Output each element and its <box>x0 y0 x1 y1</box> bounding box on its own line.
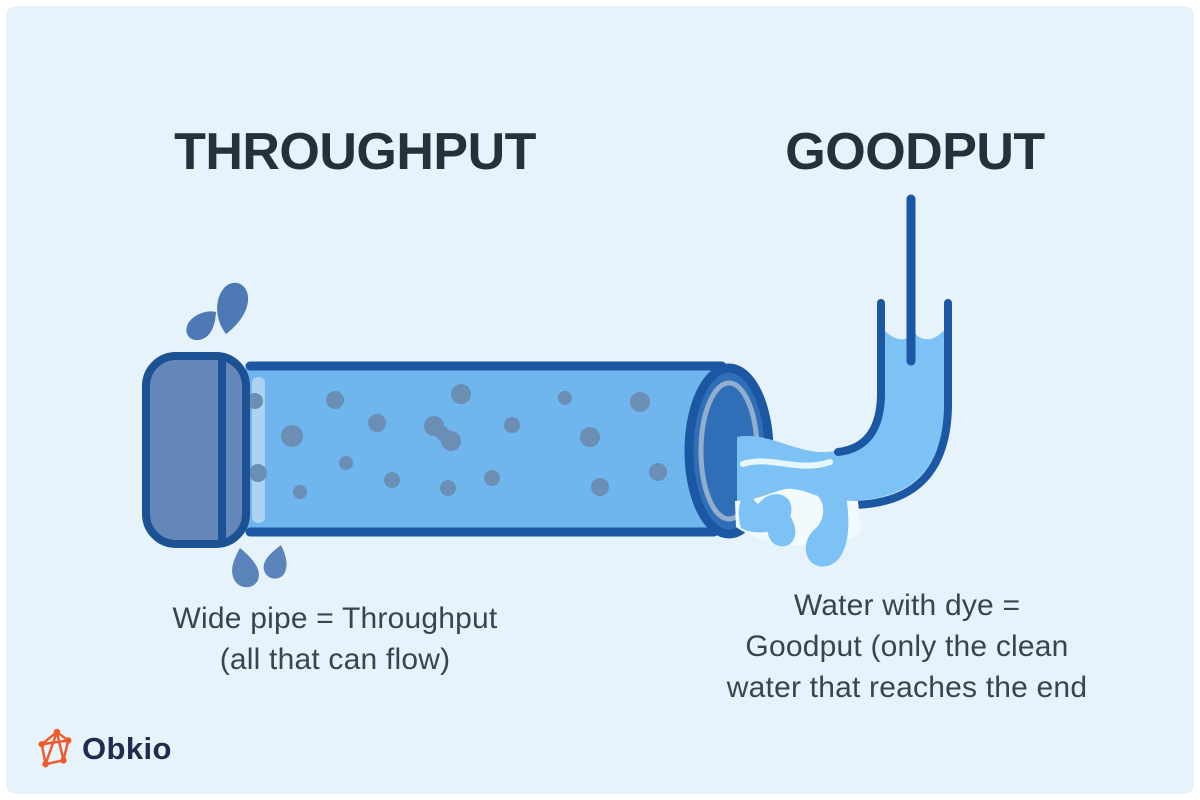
title-throughput: THROUGHPUT <box>174 123 536 181</box>
pipe-mouth-inner-ring <box>698 380 760 522</box>
leak-droplet-bottom-left <box>232 548 259 588</box>
impurity-dot <box>281 425 303 447</box>
impurity-dot <box>630 392 650 412</box>
splash-backdrop <box>735 488 861 547</box>
impurity-dot <box>580 427 600 447</box>
impurity-dot <box>440 480 456 496</box>
impurity-dot <box>326 391 344 409</box>
caption-line: Wide pipe = Throughput <box>172 602 498 635</box>
impurity-dot <box>249 464 267 482</box>
impurity-dot <box>427 419 458 448</box>
impurity-dot <box>504 417 520 433</box>
caption-line: water that reaches the end <box>726 671 1088 704</box>
impurity-dot <box>649 463 667 481</box>
impurity-dots <box>247 384 667 499</box>
leak-droplet-bottom-right <box>263 545 287 579</box>
caption-goodput: Water with dye = Goodput (only the clean… <box>727 585 1087 708</box>
impurity-dot <box>441 431 461 451</box>
impurity-dot <box>484 470 500 486</box>
leak-droplet-top-small <box>186 311 216 341</box>
obkio-logo: Obkio <box>38 726 172 772</box>
goodput-pipe-outer-wall <box>849 299 952 509</box>
goodput-pipe-inner-wall <box>834 299 885 456</box>
water-highlight-line <box>740 458 833 469</box>
caption-line: Goodput (only the clean <box>745 630 1069 663</box>
splash-droplet-big <box>800 489 849 567</box>
caption-throughput: Wide pipe = Throughput (all that can flo… <box>173 598 498 680</box>
pipe-inner-rim-highlight <box>252 377 265 523</box>
pipe-left-cap <box>142 352 250 548</box>
infographic-panel: THROUGHPUT GOODPUT <box>6 6 1194 794</box>
impurity-dot <box>293 485 307 499</box>
splash-wave-crest <box>738 485 792 533</box>
caption-line: (all that can flow) <box>219 643 451 676</box>
impurity-dot <box>424 416 444 436</box>
impurity-dot <box>384 472 400 488</box>
obkio-wordmark: Obkio <box>82 731 172 766</box>
impurity-dot <box>591 478 609 496</box>
leak-droplet-top-big <box>217 282 249 334</box>
impurity-dot <box>558 391 572 405</box>
impurity-dot <box>451 384 471 404</box>
caption-line: Water with dye = <box>793 589 1021 622</box>
title-goodput: GOODPUT <box>785 123 1045 181</box>
water-stream <box>737 330 944 503</box>
pipe-body <box>246 366 730 532</box>
impurity-dot <box>339 456 353 470</box>
impurity-dot <box>247 393 263 409</box>
obkio-network-icon <box>38 728 72 768</box>
splash-droplet-small <box>767 505 796 547</box>
impurity-dot <box>368 414 386 432</box>
pipe-mouth-opening <box>684 363 774 539</box>
